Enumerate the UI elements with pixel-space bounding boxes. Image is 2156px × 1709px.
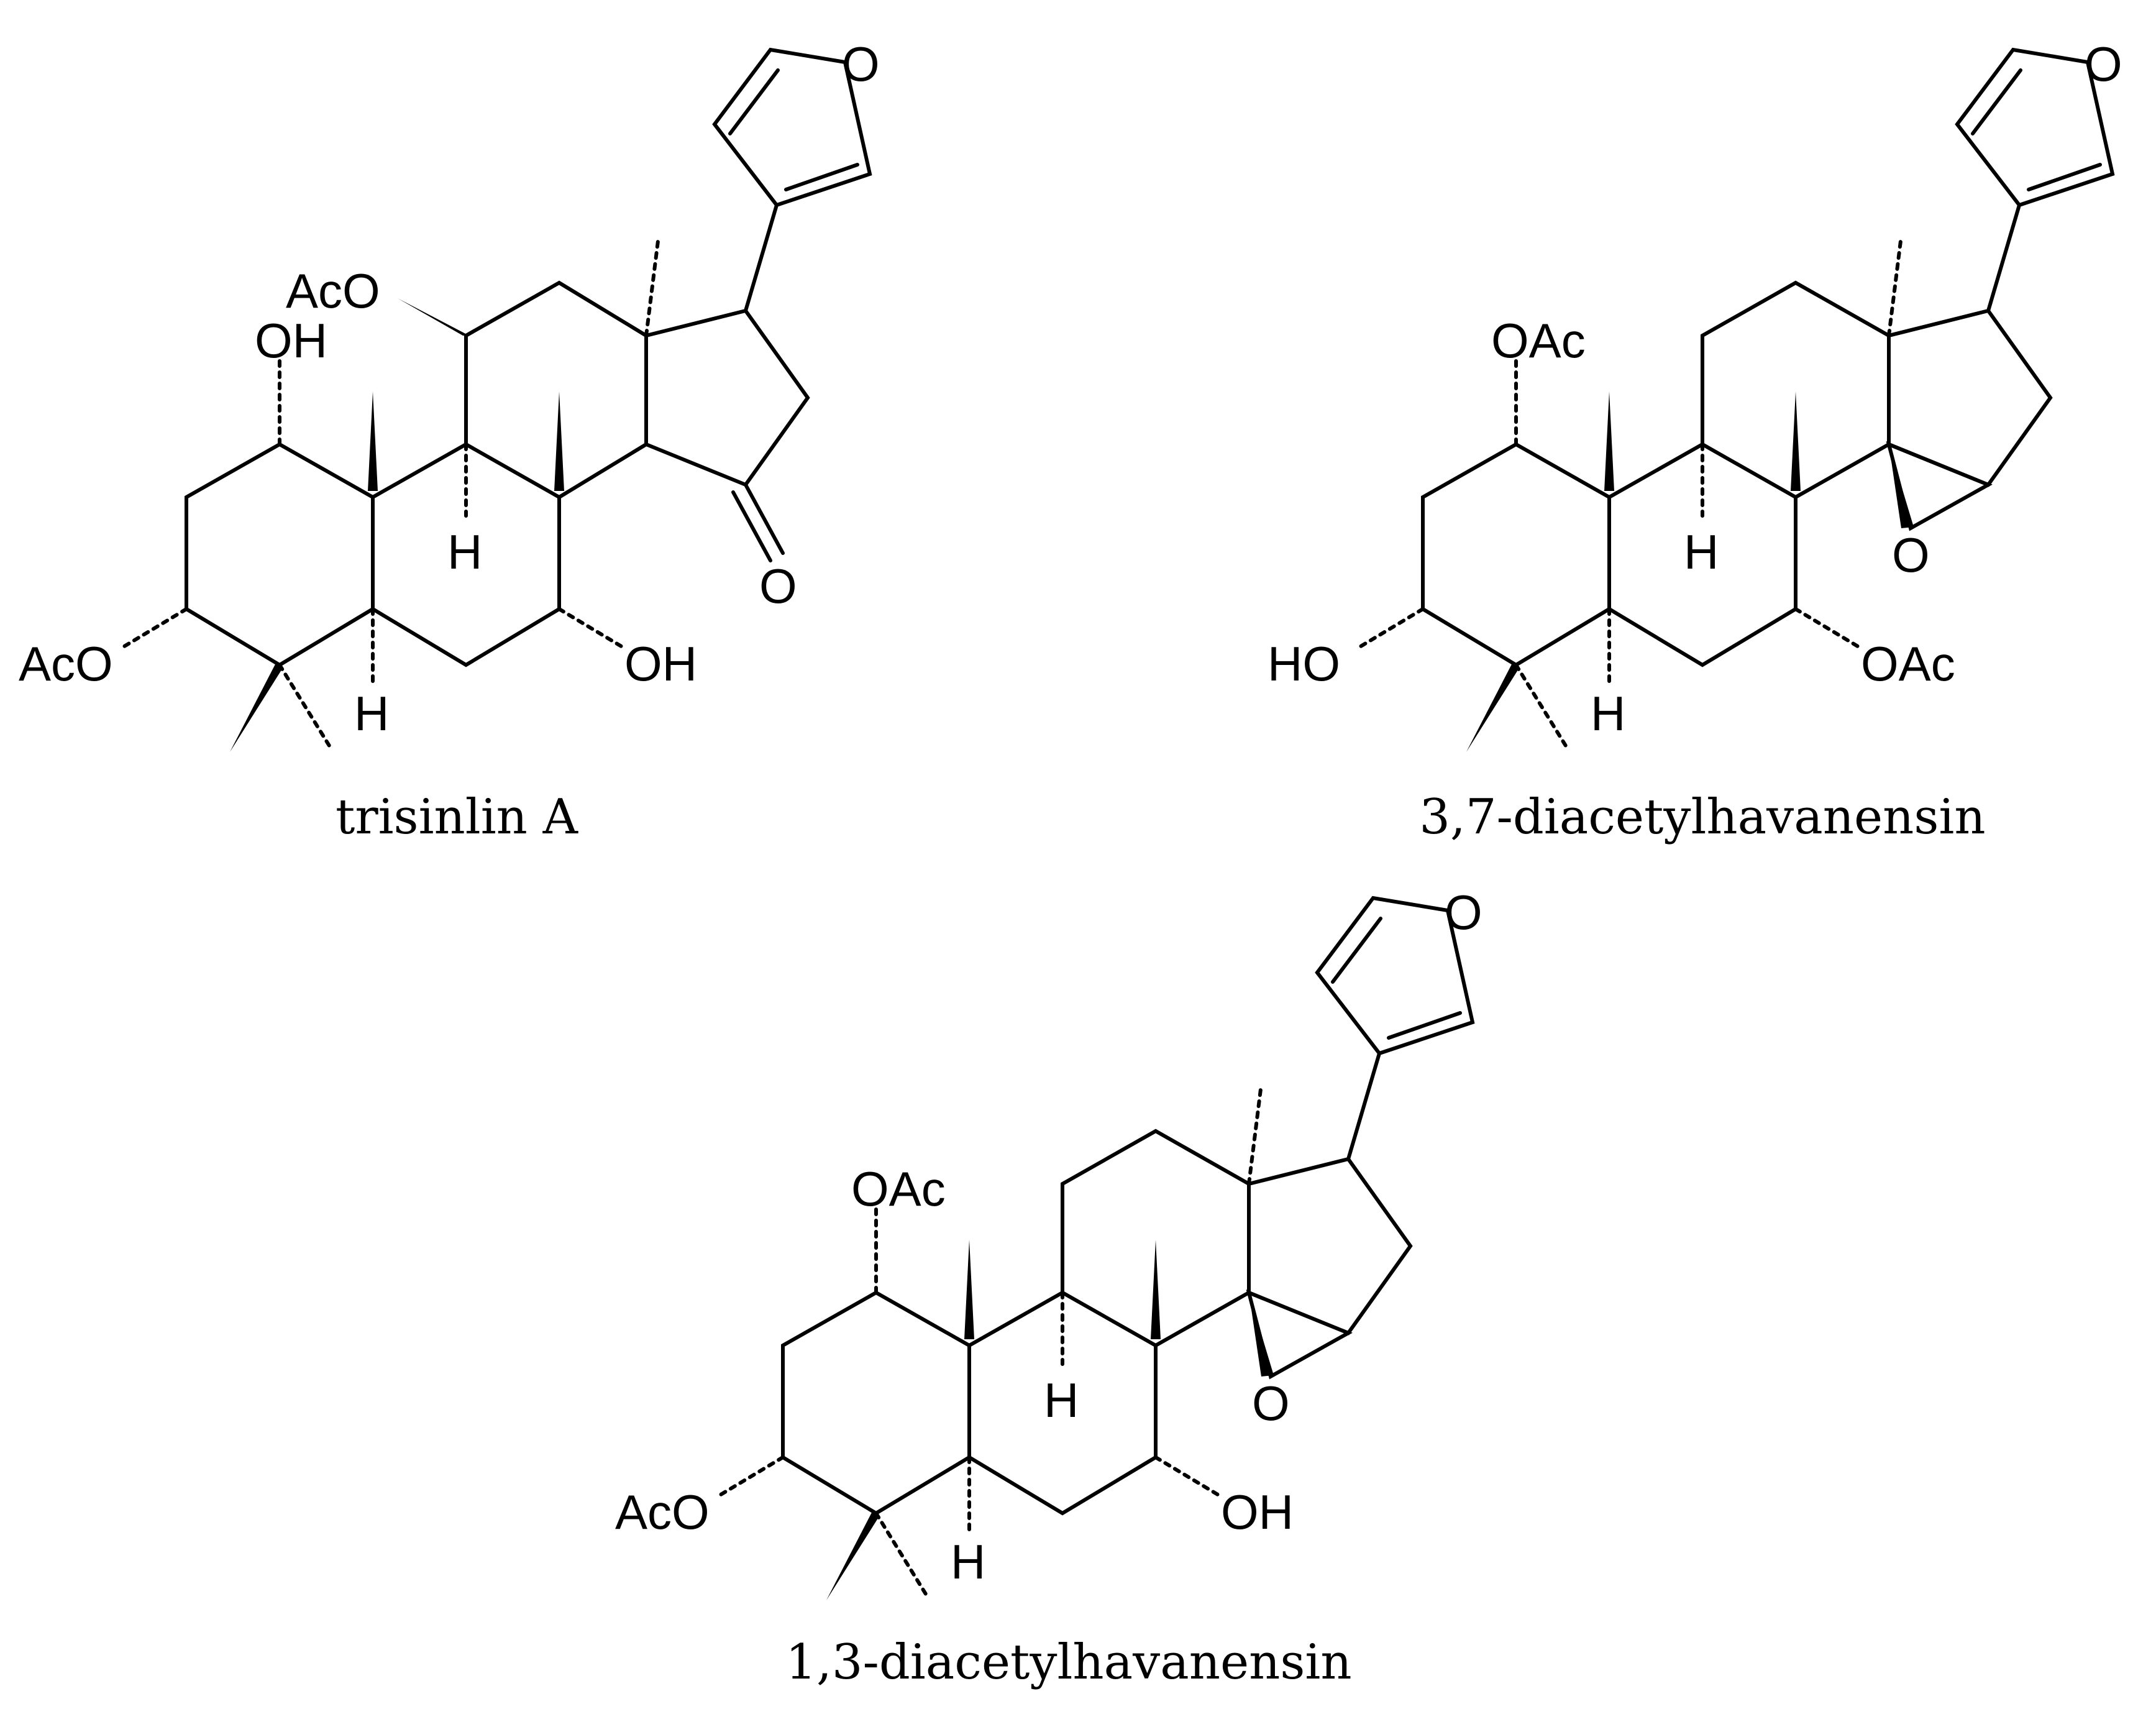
caption-diacetylhavanensin-37: 3,7-diacetylhavanensin bbox=[1419, 789, 1986, 845]
d13-epoxide-o: O bbox=[1252, 1376, 1290, 1431]
d13-aco-3: AcO bbox=[615, 1485, 710, 1539]
d37-epoxide-o: O bbox=[1892, 528, 1930, 582]
trisinlin-ketone-o: O bbox=[759, 559, 797, 613]
trisinlin-oh-7: OH bbox=[624, 636, 697, 691]
d37-h-5: H bbox=[1591, 686, 1625, 741]
d13-oac-1: OAc bbox=[851, 1161, 946, 1216]
d13-h-5: H bbox=[951, 1534, 985, 1589]
trisinlin-h-9: H bbox=[447, 525, 482, 579]
diacetylhavanensin-37-structure: OAc H H HO OAc O O bbox=[1268, 37, 2122, 752]
trisinlin-furan-o: O bbox=[842, 37, 880, 91]
d13-h-9: H bbox=[1044, 1373, 1079, 1427]
trisinlin-oh-1: OH bbox=[255, 313, 327, 368]
caption-diacetylhavanensin-13: 1,3-diacetylhavanensin bbox=[785, 1634, 1352, 1690]
d37-oac-7: OAc bbox=[1861, 636, 1955, 691]
trisinlin-aco-3: AcO bbox=[19, 636, 113, 691]
d13-oh-7: OH bbox=[1221, 1485, 1294, 1539]
d13-furan-o: O bbox=[1445, 885, 1482, 940]
caption-trisinlin: trisinlin A bbox=[335, 789, 578, 845]
d37-h-9: H bbox=[1684, 525, 1719, 579]
d37-oac-1: OAc bbox=[1491, 313, 1586, 368]
diacetylhavanensin-13-structure: OAc H H AcO OH O O bbox=[615, 885, 1482, 1600]
d37-furan-o: O bbox=[2085, 37, 2122, 91]
d37-ho-3: HO bbox=[1268, 636, 1340, 691]
trisinlin-h-5: H bbox=[354, 686, 389, 741]
trisinlin-oac-top: AcO bbox=[286, 263, 380, 318]
trisinlin-structure: AcO OH H H AcO OH O O bbox=[19, 37, 880, 752]
